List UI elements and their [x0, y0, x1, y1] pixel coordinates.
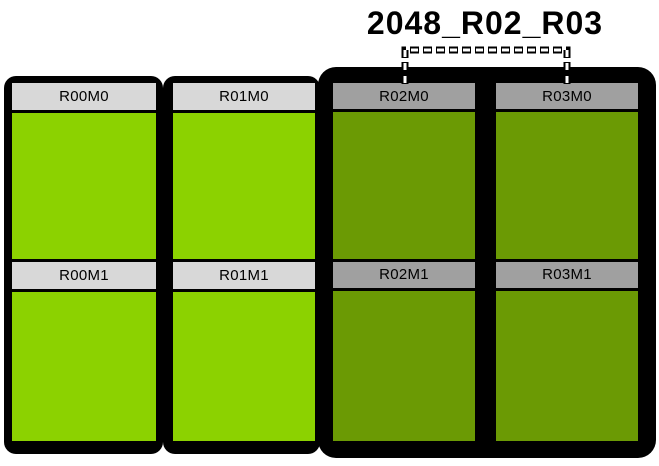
module-body-r03m0 — [496, 112, 638, 259]
module-body-r02m0 — [333, 112, 475, 259]
module-body-r00m0 — [12, 113, 156, 259]
module-header-r00m0: R00M0 — [12, 83, 156, 110]
module-header-r02m0: R02M0 — [333, 83, 475, 109]
group-panel-2048-r02-r03: R02M0 R02M1 R03M0 R03M1 — [318, 67, 656, 458]
module-header-r01m1: R01M1 — [173, 261, 315, 289]
module-body-r00m1 — [12, 291, 156, 441]
group-title: 2048_R02_R03 — [366, 5, 604, 41]
module-body-r02m1 — [333, 290, 475, 441]
rack-column-r03: R03M0 R03M1 — [496, 83, 638, 441]
module-header-r00m1: R00M1 — [12, 261, 156, 289]
module-header-r01m0: R01M0 — [173, 83, 315, 110]
module-header-r03m0: R03M0 — [496, 83, 638, 109]
annotation-connector-dashed-bracket — [401, 46, 571, 84]
module-header-r02m1: R02M1 — [333, 261, 475, 288]
rack-column-r01: R01M0 R01M1 — [163, 76, 320, 454]
rack-column-r00: R00M0 R00M1 — [4, 76, 163, 454]
module-header-r03m1: R03M1 — [496, 261, 638, 288]
rack-column-r02: R02M0 R02M1 — [333, 83, 475, 441]
module-body-r01m0 — [173, 113, 315, 259]
module-body-r01m1 — [173, 291, 315, 441]
module-body-r03m1 — [496, 290, 638, 441]
